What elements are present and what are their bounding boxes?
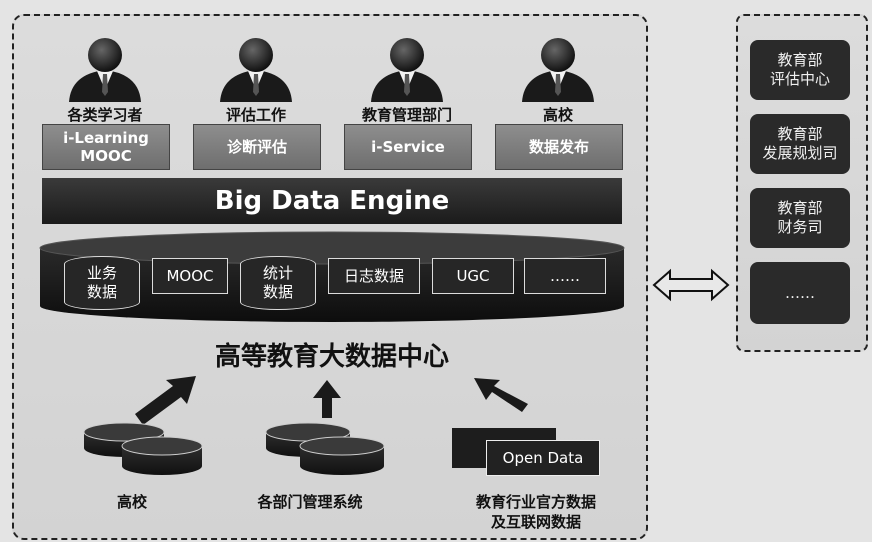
person-icon xyxy=(220,38,292,102)
right-box-label: 发展规划司 xyxy=(762,144,838,162)
data-store-label: 业务 xyxy=(86,264,117,282)
data-store-item: 统计数据 xyxy=(240,256,316,310)
right-box-label: …… xyxy=(785,283,815,302)
service-label: 诊断评估 xyxy=(226,138,287,156)
right-box-finance-dept: 教育部财务司 xyxy=(750,188,850,248)
data-store-label: 数据 xyxy=(86,283,117,301)
right-box-more: …… xyxy=(750,262,850,324)
source-label-line: 及互联网数据 xyxy=(490,513,581,531)
data-store-label: 数据 xyxy=(262,283,293,301)
service-label: MOOC xyxy=(80,147,132,165)
right-box-evaluation-center: 教育部评估中心 xyxy=(750,40,850,100)
right-box-label: 教育部 xyxy=(777,199,823,217)
database-icon xyxy=(83,422,203,475)
service-label: i-Learning xyxy=(63,129,149,147)
arrow-up-icon xyxy=(313,380,341,418)
source-label-official: 教育行业官方数据 及互联网数据 xyxy=(446,492,626,532)
right-box-planning-dept: 教育部发展规划司 xyxy=(750,114,850,174)
right-box-label: 财务司 xyxy=(777,218,823,236)
source-label-university: 高校 xyxy=(116,493,147,511)
right-box-label: 教育部 xyxy=(777,51,823,69)
data-store-item: …… xyxy=(524,258,606,294)
database-icon xyxy=(265,422,385,475)
user-label-university: 高校 xyxy=(542,106,573,124)
service-label: i-Service xyxy=(371,138,445,156)
data-store-item: MOOC xyxy=(152,258,228,294)
user-label-admin: 教育管理部门 xyxy=(361,106,452,124)
service-box-iservice: i-Service xyxy=(344,124,472,170)
user-label-evaluation: 评估工作 xyxy=(225,106,286,124)
center-title: 高等教育大数据中心 xyxy=(214,342,449,372)
open-data-box: Open Data xyxy=(486,440,600,476)
double-arrow-icon xyxy=(652,268,730,302)
service-label: 数据发布 xyxy=(528,138,589,156)
person-icon xyxy=(69,38,141,102)
data-store-item: UGC xyxy=(432,258,514,294)
data-store-item: 日志数据 xyxy=(328,258,420,294)
source-label-line: 教育行业官方数据 xyxy=(475,493,596,511)
arrow-up-right-icon xyxy=(135,376,196,425)
person-icon xyxy=(522,38,594,102)
source-label-systems: 各部门管理系统 xyxy=(257,493,363,511)
right-box-label: 评估中心 xyxy=(769,70,830,88)
data-store-label: …… xyxy=(550,266,580,285)
data-store-label: UGC xyxy=(456,266,490,285)
service-box-diagnosis: 诊断评估 xyxy=(193,124,321,170)
person-icon xyxy=(371,38,443,102)
arrow-up-left-icon xyxy=(474,378,528,412)
data-store-label: MOOC xyxy=(166,266,214,285)
service-box-publish: 数据发布 xyxy=(495,124,623,170)
big-data-engine-bar: Big Data Engine xyxy=(42,178,622,224)
user-label-learners: 各类学习者 xyxy=(67,106,143,124)
open-data-label: Open Data xyxy=(502,449,584,467)
data-store-label: 统计 xyxy=(262,264,293,282)
data-store-label: 日志数据 xyxy=(343,266,404,285)
right-box-label: 教育部 xyxy=(777,125,823,143)
data-store-item: 业务数据 xyxy=(64,256,140,310)
